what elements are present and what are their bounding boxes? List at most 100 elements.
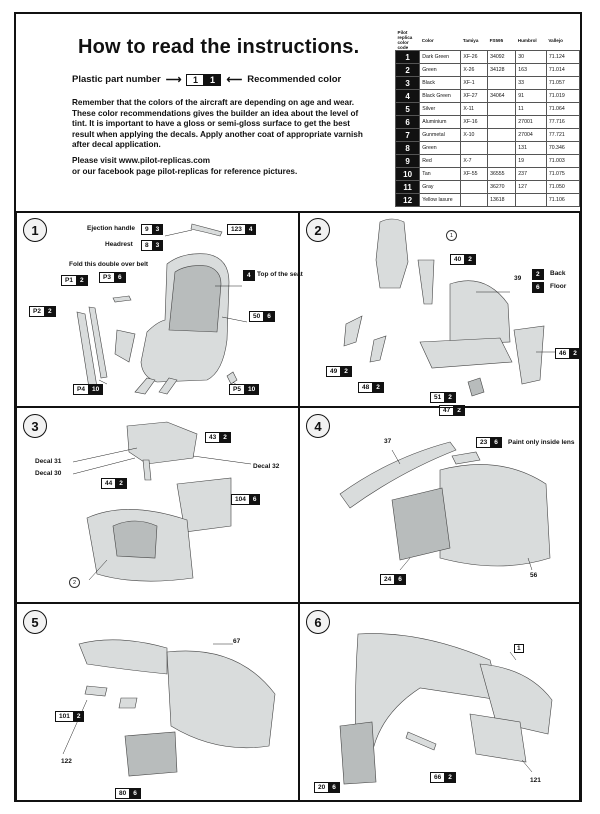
color-code-cell: 3 bbox=[394, 76, 421, 90]
color-table-cell: 237 bbox=[515, 167, 547, 181]
color-table-cell: 33 bbox=[515, 76, 547, 90]
color-number: 4 bbox=[245, 225, 256, 234]
rear-fuselage-illustration bbox=[339, 633, 553, 785]
color-number: 2 bbox=[44, 307, 55, 316]
ejection-handle-label: Ejection handle bbox=[87, 225, 136, 232]
color-table-cell: XF-27 bbox=[460, 89, 489, 103]
color-table-cell: 11 bbox=[515, 102, 547, 116]
step-number: 6 bbox=[306, 610, 330, 634]
color-code-cell: 6 bbox=[394, 115, 421, 129]
color-number: 10 bbox=[88, 385, 103, 394]
color-table-cell bbox=[460, 141, 489, 155]
arrow-right-icon: ⟶ bbox=[165, 74, 182, 86]
part-number: 48 bbox=[359, 383, 374, 392]
part-number: 49 bbox=[327, 367, 342, 376]
color-number: 2 bbox=[445, 773, 455, 782]
color-table-cell: 77.721 bbox=[545, 128, 581, 142]
color-table-cell: Red bbox=[419, 154, 462, 168]
seat-illustration bbox=[76, 223, 248, 395]
color-number: 6 bbox=[114, 273, 125, 282]
arrow-left-icon: ⟵ bbox=[226, 74, 243, 86]
color-number: 6 bbox=[491, 438, 501, 447]
color-table-cell bbox=[487, 141, 517, 155]
color-code-cell: 9 bbox=[394, 154, 421, 168]
step-number: 3 bbox=[23, 414, 47, 438]
color-table-cell: Aluminium bbox=[419, 115, 462, 129]
color-table-cell: 71.003 bbox=[545, 154, 581, 168]
plastic-part-label: Plastic part number bbox=[72, 74, 161, 85]
color-code-cell: 12 bbox=[394, 193, 421, 207]
color-table-cell: 71.106 bbox=[545, 193, 581, 207]
top-seat-tag: 4 bbox=[243, 270, 255, 281]
color-number: 2 bbox=[445, 393, 455, 402]
color-table-cell: 71.057 bbox=[545, 76, 581, 90]
color-table-cell: X-7 bbox=[460, 154, 489, 168]
color-table: Pilot replica color code Color Tamiya FS… bbox=[394, 30, 581, 207]
part-122-label: 122 bbox=[61, 758, 72, 765]
color-code-cell: 10 bbox=[394, 167, 421, 181]
step-number: 5 bbox=[23, 610, 47, 634]
visit-line-2: or our facebook page pilot-replicas for … bbox=[72, 166, 298, 176]
reference-circle: 1 bbox=[446, 230, 457, 241]
color-code-cell: 8 bbox=[394, 141, 421, 155]
color-table-cell: Gunmetal bbox=[419, 128, 462, 142]
color-table-cell bbox=[487, 128, 517, 142]
header-code: Pilot replica color code bbox=[397, 30, 413, 50]
color-table-cell bbox=[487, 115, 517, 129]
color-table-cell: 71.124 bbox=[545, 50, 581, 64]
color-table-cell: 34128 bbox=[487, 63, 517, 77]
fuselage-nose-illustration bbox=[339, 441, 551, 571]
visit-line-1: Please visit www.pilot-replicas.com bbox=[72, 156, 211, 165]
color-table-cell: Tan bbox=[419, 167, 462, 181]
part-number: 20 bbox=[315, 783, 330, 792]
color-table-cell: 71.064 bbox=[545, 102, 581, 116]
part-number: 80 bbox=[116, 789, 131, 798]
color-table-cell: 131 bbox=[515, 141, 547, 155]
header-section: How to read the instructions. Plastic pa… bbox=[16, 14, 581, 213]
fold-note: Fold this double over belt bbox=[69, 261, 149, 268]
header-color: Color bbox=[421, 37, 434, 43]
part-number: 66 bbox=[431, 773, 446, 782]
color-table-cell: 13618 bbox=[487, 193, 517, 207]
color-table-cell: 127 bbox=[515, 180, 547, 194]
part-number: P5 bbox=[230, 385, 245, 394]
color-table-cell: Green bbox=[419, 141, 462, 155]
header-tamiya: Tamiya bbox=[462, 37, 479, 43]
header-vallejo: Vallejo bbox=[548, 37, 563, 43]
color-number: 2 bbox=[76, 276, 87, 285]
color-table-cell: 91 bbox=[515, 89, 547, 103]
color-table-cell: Black Green bbox=[419, 89, 462, 103]
color-table-cell: X-11 bbox=[460, 102, 489, 116]
instruction-sheet: How to read the instructions. Plastic pa… bbox=[14, 12, 582, 802]
color-code-cell: 4 bbox=[394, 89, 421, 103]
back-tag: 2 bbox=[532, 269, 544, 280]
color-number: 4 bbox=[244, 271, 254, 280]
color-table-header: Pilot replica color code Color Tamiya FS… bbox=[396, 30, 580, 51]
top-seat-label: Top of the seat bbox=[257, 271, 303, 278]
color-table-cell: 77.716 bbox=[545, 115, 581, 129]
color-table-cell: Black bbox=[419, 76, 462, 90]
part-number: 123 bbox=[228, 225, 246, 234]
part-number: 23 bbox=[477, 438, 492, 447]
color-code-cell: 5 bbox=[394, 102, 421, 116]
header-humbrol: Humbrol bbox=[517, 37, 537, 43]
color-table-cell: 71.050 bbox=[545, 180, 581, 194]
